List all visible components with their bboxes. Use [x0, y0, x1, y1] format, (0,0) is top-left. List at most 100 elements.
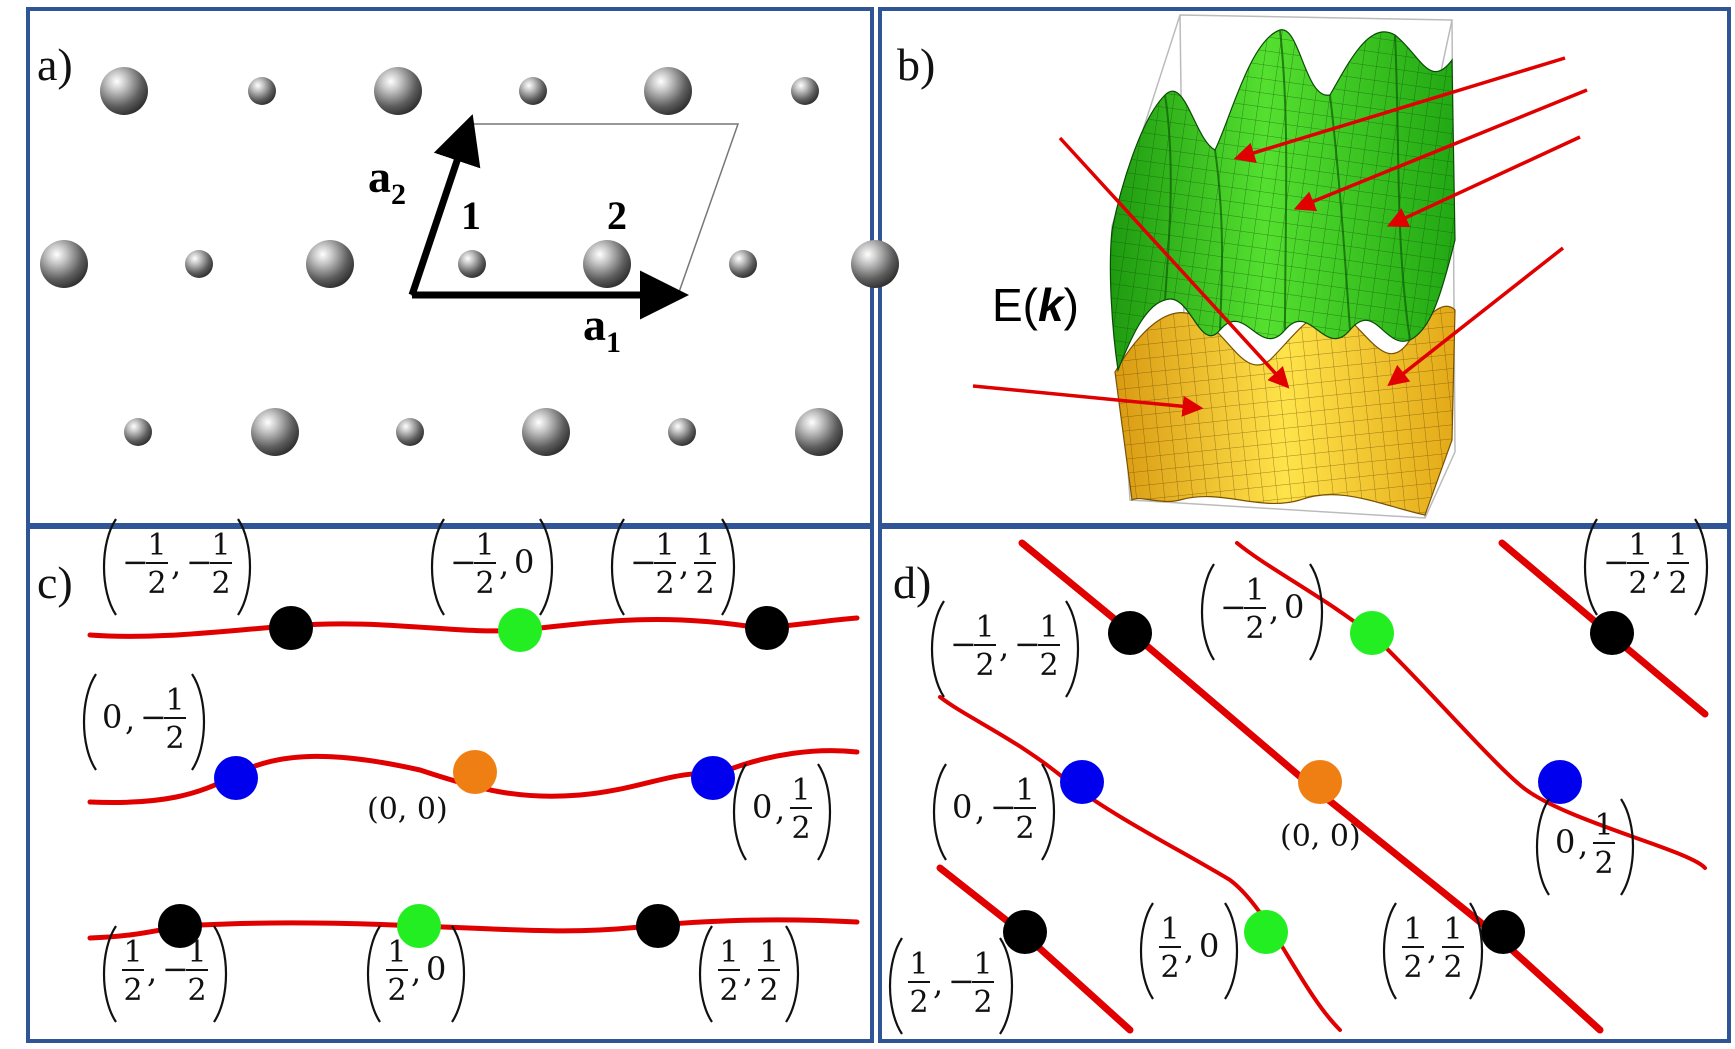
d-label-hm-second-minus: −: [948, 962, 975, 1000]
c-label-hz-second: 0: [426, 950, 446, 988]
site-1-label: 1: [461, 193, 481, 238]
panel-a: a) a2 a1 1 2: [37, 39, 899, 456]
d-label-hm-first-num: 1: [909, 947, 928, 982]
c-label-mh-first-den: 2: [655, 566, 674, 601]
pointer-arrow-3: [1386, 135, 1581, 228]
d-pt-4-orange-point: [1298, 760, 1342, 804]
d-label-hz-first: 12: [1159, 912, 1181, 985]
d-label-hm-first-den: 2: [909, 985, 928, 1020]
atom-6: [40, 240, 88, 288]
c-label-hh-second-den: 2: [759, 973, 778, 1008]
c-label-hm-rparen: [213, 925, 228, 1023]
c-label-mm-lparen: [102, 518, 117, 616]
c-label-hz-first-num: 1: [387, 935, 406, 970]
d-label-hh-rparen: [1469, 902, 1484, 1000]
d-label-zh-second: 12: [1593, 808, 1615, 881]
d-label-mm-first: −12: [950, 610, 996, 683]
atom-13: [124, 418, 152, 446]
d-label-hm-second-num: 1: [973, 947, 992, 982]
d-pt-0-black-point: [1108, 611, 1152, 655]
d-label-mz-rparen: [1309, 563, 1324, 661]
c-origin-label: (0, 0): [367, 792, 448, 827]
c-label-hz-first-den: 2: [387, 973, 406, 1008]
d-label-mm-comma: ,: [999, 627, 1009, 665]
d-label-hh-comma: ,: [1427, 929, 1437, 967]
c-label-hm-second-den: 2: [187, 973, 206, 1008]
c-label-zh-first: 0: [752, 788, 772, 826]
c-label-mh-lparen: [610, 518, 625, 616]
c-label-hh-lparen: [698, 925, 713, 1023]
d-label-hz-comma: ,: [1184, 929, 1194, 967]
atom-16: [522, 408, 570, 456]
c-label-zh-second-den: 2: [791, 811, 810, 846]
c-label-mh-rparen: [721, 518, 736, 616]
vector-a2-base: a: [368, 151, 391, 202]
d-label-mm-first-minus: −: [950, 625, 977, 663]
energy-label: E(k): [992, 279, 1079, 331]
vector-a1-label: a1: [583, 299, 621, 359]
d-label-mh-first-den: 2: [1628, 566, 1647, 601]
atom-2: [374, 67, 422, 115]
c-pt-1-green-point: [498, 608, 542, 652]
pointer-arrow-4: [1058, 136, 1290, 389]
c-label-hh-second: 12: [758, 935, 780, 1008]
panel-c-points: [158, 606, 789, 948]
c-label-hh-rparen: [785, 925, 800, 1023]
c-label-hz: 12,0: [366, 925, 466, 1023]
c-label-mm-second-num: 1: [211, 528, 230, 563]
d-pt-3-blue-point: [1060, 760, 1104, 804]
d-label-mz-first-num: 1: [1245, 573, 1264, 608]
c-label-mh-first: −12: [630, 528, 676, 601]
atom-14: [251, 408, 299, 456]
atom-18: [795, 408, 843, 456]
panel-c: c) −12,−12−12,0−12,120,−120,1212,−1212,0…: [37, 518, 860, 1023]
lower-band-mesh: [1115, 306, 1455, 515]
d-label-zh-comma: ,: [1578, 825, 1588, 863]
d-label-hm: 12,−12: [888, 937, 1014, 1035]
panel-d-points: [1003, 611, 1634, 954]
d-pt-1-green-point: [1350, 611, 1394, 655]
d-label-mh-first-num: 1: [1628, 528, 1647, 563]
c-label-zm-comma: ,: [125, 700, 135, 738]
d-label-zm-second: −12: [990, 773, 1036, 846]
vector-a1-sub: 1: [606, 326, 621, 359]
energy-label-prefix: E(: [992, 279, 1039, 331]
c-label-zh-lparen: [732, 763, 747, 861]
c-label-mh-first-minus: −: [630, 543, 657, 581]
d-label-hz-first-num: 1: [1160, 912, 1179, 947]
d-pt-7-green-point: [1244, 910, 1288, 954]
c-label-mh: −12,12: [610, 518, 736, 616]
c-label-mm-first-num: 1: [147, 528, 166, 563]
c-label-mm-rparen: [237, 518, 252, 616]
d-label-zm-comma: ,: [975, 790, 985, 828]
d-label-mz-second: 0: [1284, 588, 1304, 626]
d-label-hz: 12,0: [1139, 902, 1239, 1000]
c-label-zm: 0,−12: [82, 673, 206, 771]
atom-12: [851, 240, 899, 288]
c-label-mm-first-minus: −: [122, 543, 149, 581]
c-label-mh-comma: ,: [679, 545, 689, 583]
c-label-hh-first-den: 2: [719, 973, 738, 1008]
c-label-mm-second: −12: [186, 528, 232, 601]
c-pt-6-black-point: [158, 904, 202, 948]
c-label-mm-second-den: 2: [211, 566, 230, 601]
atom-1: [248, 77, 276, 105]
atom-lattice: [40, 67, 899, 456]
c-label-mz-first-minus: −: [450, 543, 477, 581]
d-label-hm-lparen: [888, 937, 903, 1035]
c-label-hm-second: −12: [162, 935, 208, 1008]
vector-a2-arrow: [408, 114, 481, 297]
c-label-mz-lparen: [430, 518, 445, 616]
c-label-hm-comma: ,: [147, 952, 157, 990]
d-label-hm-second-den: 2: [973, 985, 992, 1020]
c-label-mz-rparen: [539, 518, 554, 616]
c-label-hz-rparen: [451, 925, 466, 1023]
pointer-arrow-1: [1233, 56, 1566, 163]
d-label-mz-comma: ,: [1269, 590, 1279, 628]
atom-7: [185, 250, 213, 278]
panel-frames: [26, 7, 1731, 1043]
atom-15: [396, 418, 424, 446]
c-label-hz-lparen: [366, 925, 381, 1023]
